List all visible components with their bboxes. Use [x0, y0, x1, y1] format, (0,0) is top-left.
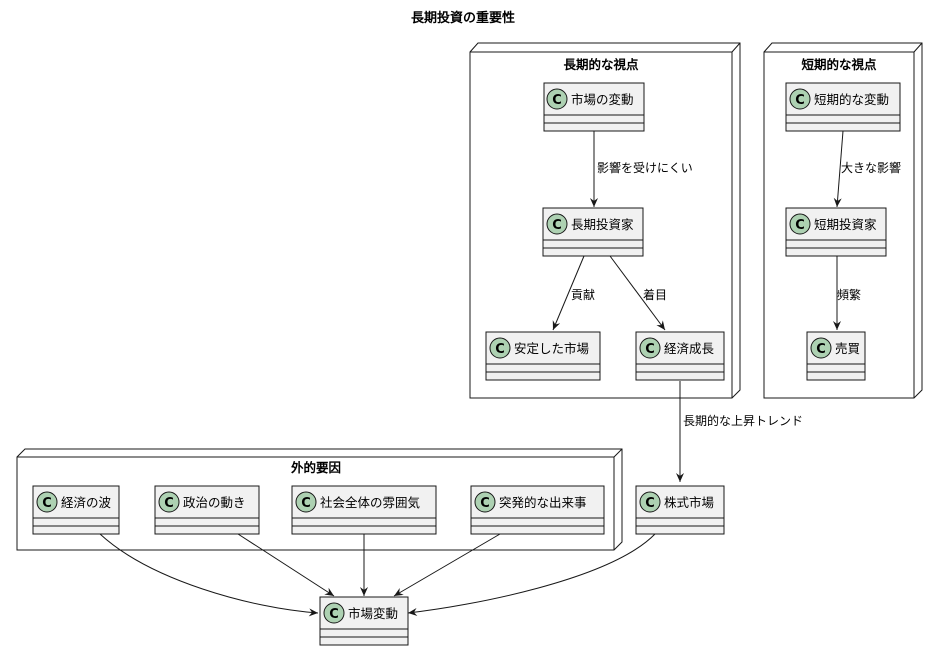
class-icon-letter: C — [495, 342, 505, 357]
package-title-long-term: 長期的な視点 — [563, 57, 639, 72]
class-name: 社会全体の雰囲気 — [320, 495, 420, 510]
edge-politics-to-market-change — [237, 533, 335, 597]
edge-stock-to-market-change — [407, 533, 656, 616]
class-trading[interactable]: C 売買 — [806, 331, 866, 381]
class-icon-letter: C — [552, 218, 562, 233]
edge-label-long-uptrend: 長期的な上昇トレンド — [683, 413, 803, 428]
class-name: 安定した市場 — [514, 341, 589, 356]
edge-label-focus: 着目 — [643, 287, 667, 302]
class-icon — [810, 337, 832, 359]
class-name: 市場変動 — [348, 606, 398, 621]
edge-short-fluct-to-short-investor — [833, 130, 844, 208]
class-stable-market[interactable]: C 安定した市場 — [485, 331, 601, 381]
class-icon-letter: C — [795, 93, 805, 108]
edge-long-investor-to-stable-market — [552, 255, 585, 331]
package-title-short-term: 短期的な視点 — [801, 57, 877, 72]
class-icon — [36, 491, 58, 513]
class-name: 短期投資家 — [814, 217, 877, 232]
edge-label-big-impact: 大きな影響 — [841, 160, 901, 175]
class-icon — [639, 491, 661, 513]
diagram-title: 長期投資の重要性 — [411, 10, 515, 26]
edge-label-frequent: 頻繁 — [837, 287, 861, 302]
class-icon-letter: C — [164, 496, 174, 511]
class-icon-letter: C — [552, 93, 562, 108]
class-sudden-events[interactable]: C 突発的な出来事 — [470, 485, 605, 535]
class-social-mood[interactable]: C 社会全体の雰囲気 — [291, 485, 437, 535]
class-icon-letter: C — [795, 218, 805, 233]
class-stock-market[interactable]: C 株式市場 — [635, 485, 725, 535]
class-name: 短期的な変動 — [814, 92, 889, 107]
class-economic-wave[interactable]: C 経済の波 — [32, 485, 120, 535]
class-economic-growth[interactable]: C 経済成長 — [635, 331, 725, 381]
class-icon — [158, 491, 180, 513]
class-icon — [474, 491, 496, 513]
class-icon — [639, 337, 661, 359]
class-icon-letter: C — [329, 607, 339, 622]
edge-long-investor-to-growth — [609, 255, 666, 331]
class-icon-letter: C — [645, 342, 655, 357]
class-name: 株式市場 — [664, 495, 714, 510]
class-political-moves[interactable]: C 政治の動き — [154, 485, 260, 535]
class-icon-letter: C — [301, 496, 311, 511]
class-short-investor[interactable]: C 短期投資家 — [785, 207, 887, 257]
package-title-external: 外的要因 — [290, 460, 341, 475]
class-icon-letter: C — [816, 342, 826, 357]
class-name: 経済成長 — [664, 341, 715, 356]
class-icon — [789, 88, 811, 110]
class-short-fluctuation[interactable]: C 短期的な変動 — [785, 82, 901, 132]
class-icon — [295, 491, 317, 513]
class-icon — [789, 213, 811, 235]
class-long-investor[interactable]: C 長期投資家 — [542, 207, 644, 257]
edge-label-hard-to-affect: 影響を受けにくい — [597, 160, 693, 175]
edges — [99, 130, 844, 617]
class-icon — [489, 337, 511, 359]
class-name: 突発的な出来事 — [499, 495, 587, 510]
class-icon-letter: C — [480, 496, 490, 511]
class-icon — [323, 602, 345, 624]
class-icon — [546, 88, 568, 110]
edge-events-to-market-change — [393, 533, 501, 597]
edge-label-contribution: 貢献 — [571, 287, 595, 302]
class-icon-letter: C — [645, 496, 655, 511]
class-name: 長期投資家 — [571, 217, 634, 232]
class-name: 売買 — [835, 341, 860, 356]
class-name: 市場の変動 — [571, 92, 634, 107]
class-name: 経済の波 — [61, 495, 112, 510]
class-name: 政治の動き — [183, 495, 246, 510]
class-market-change[interactable]: C 市場変動 — [319, 596, 409, 646]
edge-wave-to-market-change — [99, 533, 319, 617]
class-market-fluctuation[interactable]: C 市場の変動 — [543, 82, 645, 132]
class-icon-letter: C — [42, 496, 52, 511]
class-icon — [546, 213, 568, 235]
